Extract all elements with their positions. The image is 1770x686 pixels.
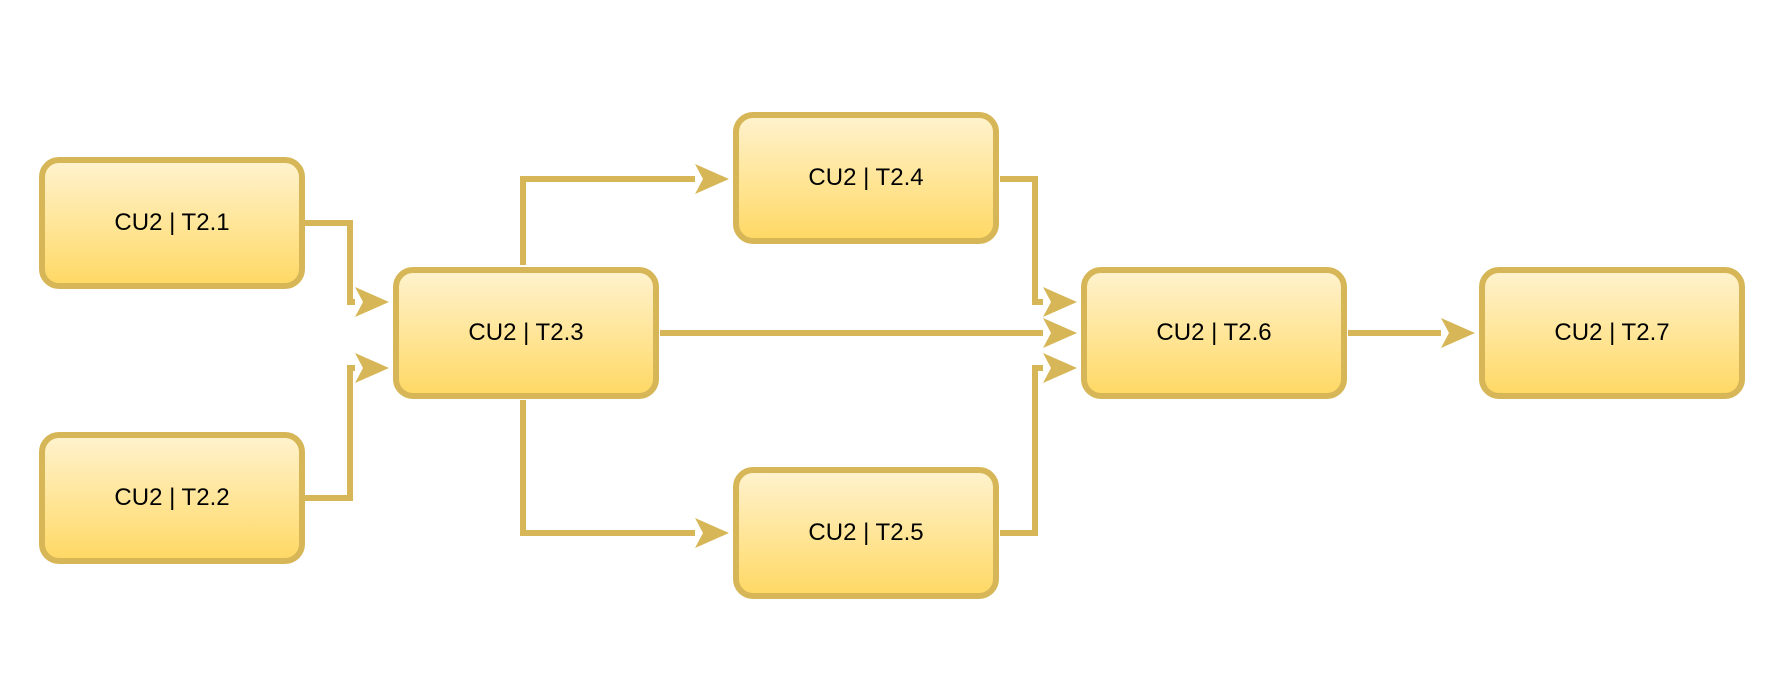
arrowhead bbox=[1043, 287, 1077, 317]
edge-t26-t27[interactable] bbox=[1348, 318, 1475, 348]
arrowhead bbox=[1043, 318, 1077, 348]
arrowhead bbox=[355, 353, 389, 383]
edge-t23-t25[interactable] bbox=[520, 400, 729, 548]
edge-t23-t26[interactable] bbox=[660, 318, 1077, 348]
edge-t25-t26[interactable] bbox=[1000, 353, 1077, 536]
arrowhead bbox=[1441, 318, 1475, 348]
node-label: CU2 | T2.6 bbox=[1156, 319, 1272, 346]
arrowhead bbox=[355, 287, 389, 317]
node-t2-2[interactable]: CU2 | T2.2 bbox=[39, 432, 305, 564]
node-label: CU2 | T2.3 bbox=[468, 319, 584, 346]
node-t2-6[interactable]: CU2 | T2.6 bbox=[1081, 267, 1347, 399]
arrowhead bbox=[1043, 353, 1077, 383]
node-label: CU2 | T2.1 bbox=[114, 209, 230, 236]
edge-t21-t23[interactable] bbox=[305, 220, 389, 317]
node-label: CU2 | T2.7 bbox=[1554, 319, 1670, 346]
node-t2-3[interactable]: CU2 | T2.3 bbox=[393, 267, 659, 399]
node-t2-4[interactable]: CU2 | T2.4 bbox=[733, 112, 999, 244]
node-label: CU2 | T2.5 bbox=[808, 519, 924, 546]
edge-t23-t24[interactable] bbox=[520, 164, 729, 265]
node-t2-1[interactable]: CU2 | T2.1 bbox=[39, 157, 305, 289]
node-label: CU2 | T2.4 bbox=[808, 164, 924, 191]
node-t2-5[interactable]: CU2 | T2.5 bbox=[733, 467, 999, 599]
node-label: CU2 | T2.2 bbox=[114, 484, 230, 511]
edge-t24-t26[interactable] bbox=[1000, 176, 1077, 317]
edge-t22-t23[interactable] bbox=[305, 353, 389, 501]
arrowhead bbox=[695, 164, 729, 194]
node-t2-7[interactable]: CU2 | T2.7 bbox=[1479, 267, 1745, 399]
arrowhead bbox=[695, 518, 729, 548]
